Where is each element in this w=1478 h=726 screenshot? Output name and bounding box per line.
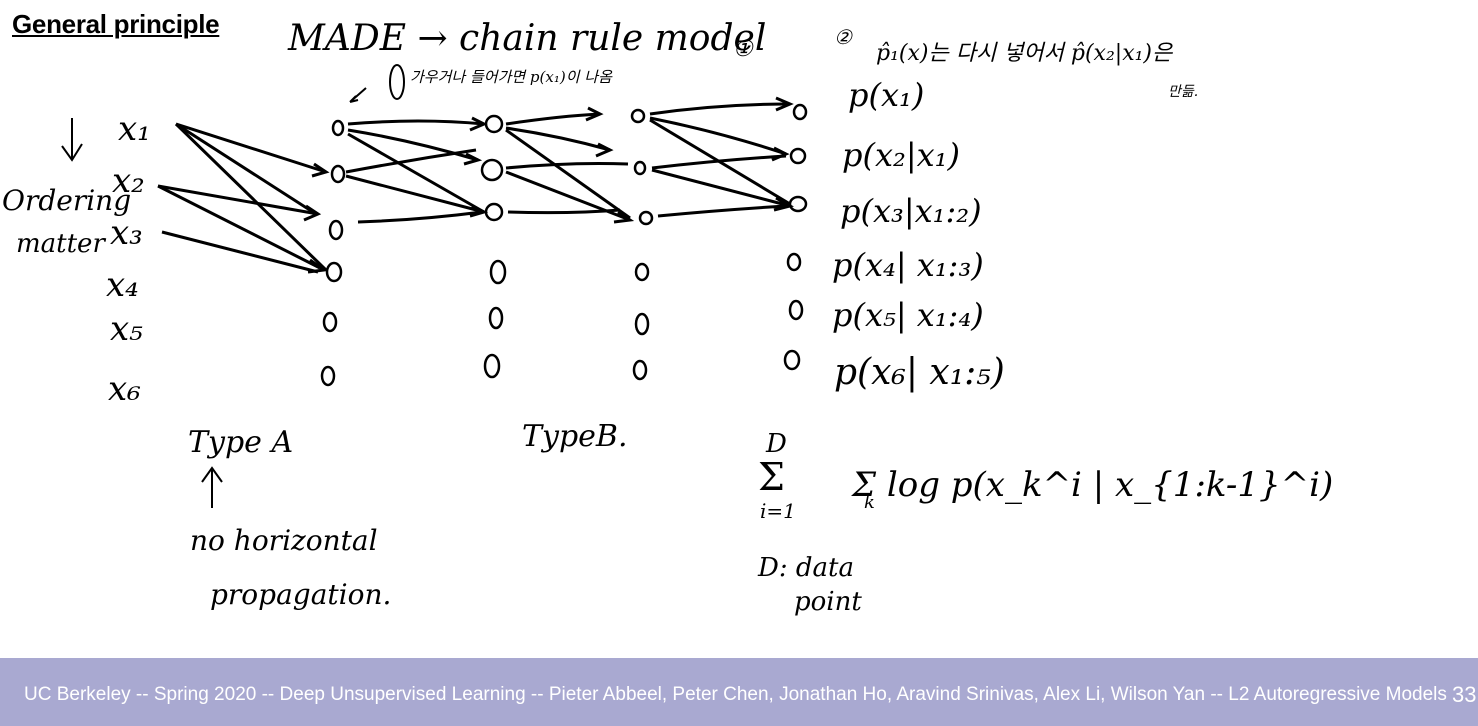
- up-arrow: [201, 466, 223, 508]
- output-p3: p(x₃|x₁:₂): [840, 192, 982, 230]
- slide-title: General principle: [12, 9, 220, 39]
- made-heading: MADE → chain rule model: [287, 18, 766, 59]
- layer-3-connections: [649, 96, 794, 218]
- type-a-label: Type A: [188, 425, 293, 460]
- input-x4: x₄: [106, 265, 139, 305]
- down-arrow: [61, 118, 83, 162]
- output-p4: p(x₄| x₁:₃): [832, 246, 984, 284]
- korean-note-1: 가우거나 들어가면 p(x₁)이 나옴: [410, 68, 613, 86]
- input-x6: x₆: [108, 369, 141, 409]
- sum-bottom: i=1: [760, 499, 796, 523]
- circle-note-2: ②: [834, 25, 853, 49]
- d-note-1: D: data: [757, 553, 854, 583]
- sum-top: D: [765, 429, 787, 459]
- sum-k: k: [864, 492, 875, 513]
- dots-bracket: [389, 64, 405, 100]
- output-p2: p(x₂|x₁): [842, 136, 960, 174]
- node-column-1: [320, 119, 346, 387]
- korean-note-2: p̂₁(x)는 다시 넣어서 p̂(x₂|x₁)은: [876, 41, 1174, 66]
- input-x5: x₅: [110, 309, 143, 349]
- handwritten-diagram: MADE → chain rule model ① 가우거나 들어가면 p(x₁…: [2, 18, 1333, 617]
- layer-1-connections: [345, 116, 489, 224]
- sum-formula: Σ log p(x_k^i | x_{1:k-1}^i): [850, 465, 1333, 505]
- node-column-4: [783, 103, 808, 371]
- korean-note-3: 만듦.: [1168, 84, 1198, 100]
- type-b-label: TypeB.: [522, 419, 628, 454]
- input-arrows: [157, 122, 330, 274]
- node-column-2: [480, 114, 507, 379]
- input-x3: x₃: [110, 213, 143, 253]
- no-horizontal-2: propagation.: [210, 578, 391, 611]
- d-note-2: point: [794, 587, 862, 617]
- output-p1: p(x₁): [848, 76, 924, 114]
- no-horizontal-1: no horizontal: [190, 524, 378, 557]
- layer-2-connections: [505, 106, 635, 224]
- footer-text: UC Berkeley -- Spring 2020 -- Deep Unsup…: [24, 684, 1447, 705]
- ordering-label-2: matter: [16, 229, 106, 259]
- footer-bar: UC Berkeley -- Spring 2020 -- Deep Unsup…: [0, 658, 1478, 726]
- input-x2: x₂: [112, 161, 145, 201]
- small-arrow: [349, 87, 367, 103]
- input-x1: x₁: [118, 109, 151, 149]
- node-column-3: [630, 108, 654, 381]
- circle-note-1: ①: [733, 37, 754, 62]
- output-p6: p(x₆| x₁:₅): [834, 352, 1005, 393]
- output-p5: p(x₅| x₁:₄): [832, 296, 984, 334]
- page-number: 33: [1452, 682, 1477, 707]
- ordering-label-1: Ordering: [2, 184, 131, 217]
- sum-sign: Σ: [758, 455, 785, 499]
